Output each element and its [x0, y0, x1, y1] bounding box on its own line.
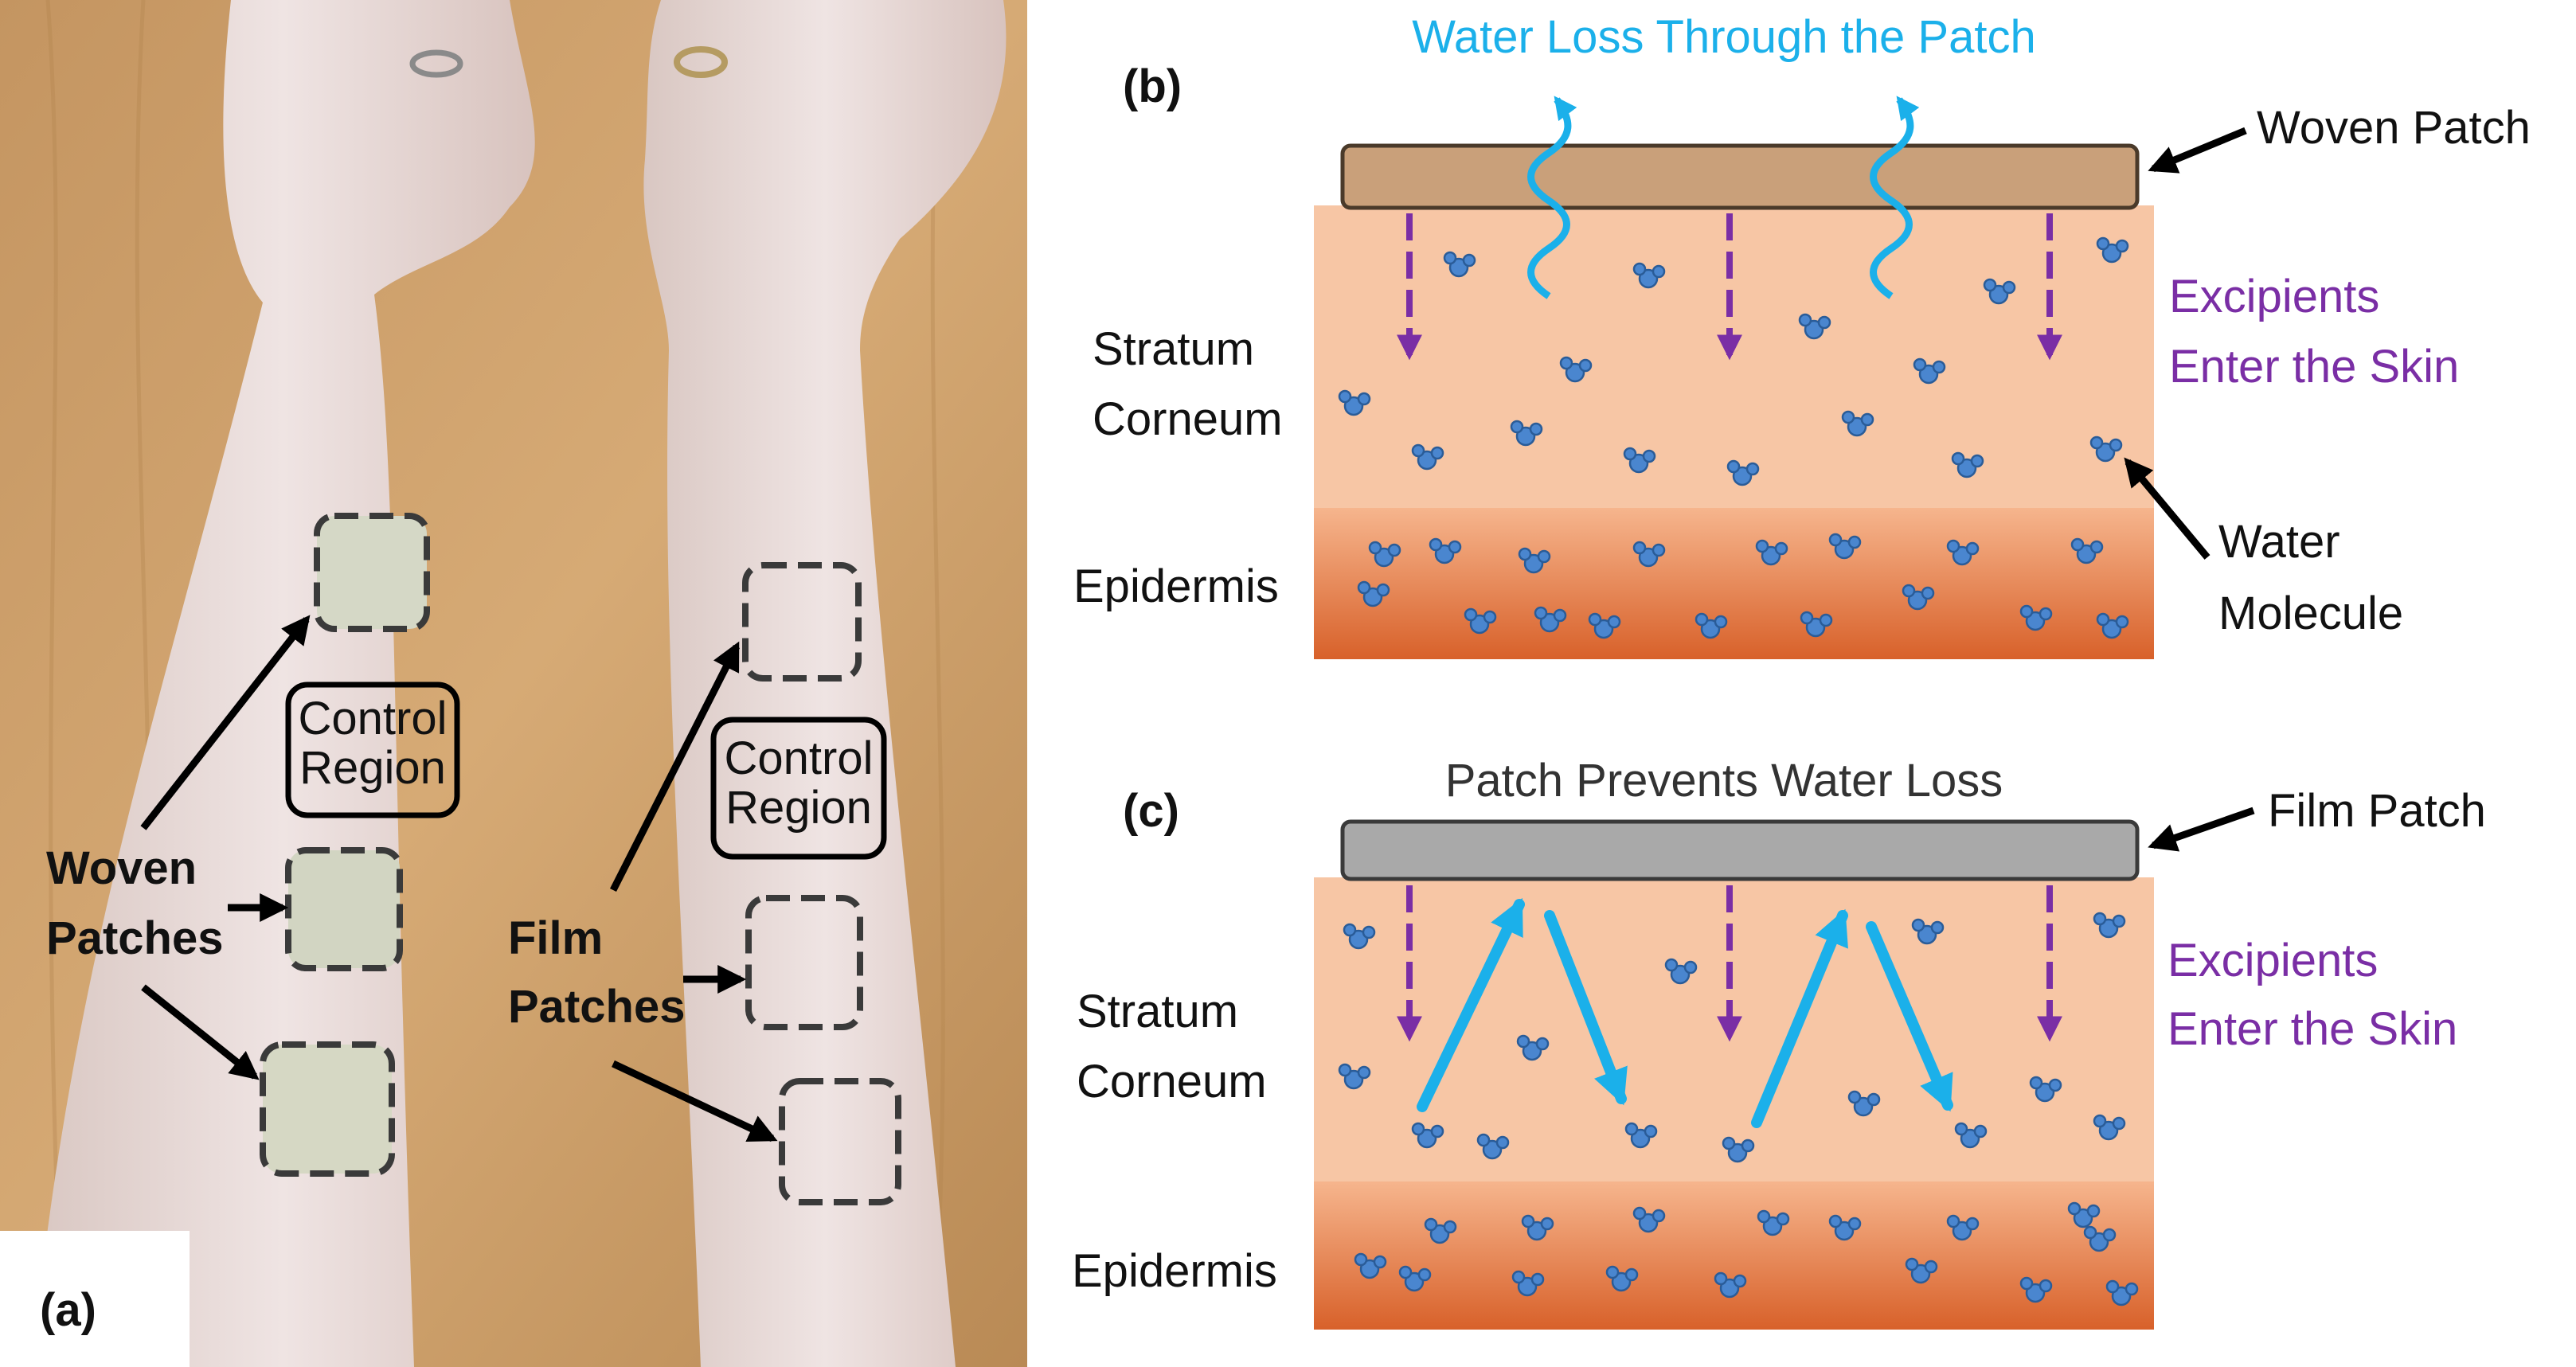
arrow-woven-1	[140, 615, 311, 830]
control-left-line-2: Region	[299, 742, 446, 794]
woven-patch-bar	[1340, 143, 2140, 210]
woven-patches-line-1: Woven	[46, 842, 197, 894]
panel-a: Control Region Control Region Woven Patc…	[0, 0, 1027, 1367]
patch-film-2	[745, 895, 863, 1030]
panel-c: (c) Patch Prevents Water Loss	[1072, 755, 2486, 1330]
patch-woven-2	[285, 847, 403, 971]
excipients-c-line-1: Excipients	[2168, 935, 2378, 986]
patch-film-1	[742, 562, 862, 682]
control-box-right	[710, 717, 887, 860]
arrow-water-molecule	[2124, 457, 2211, 560]
stratum-c-line-1: Stratum	[1077, 986, 1238, 1037]
arrow-film-3	[612, 1060, 778, 1142]
epidermis-b-label: Epidermis	[1073, 560, 1279, 612]
water-reflect-arrow-2-up	[1751, 908, 1848, 1128]
panel-b: (b) Water Loss Through the Patch	[1073, 11, 2531, 659]
arrow-woven-3	[141, 984, 260, 1080]
tag-c: (c)	[1123, 785, 1179, 837]
tag-b: (b)	[1123, 61, 1182, 112]
woven-patches-line-2: Patches	[46, 912, 223, 964]
stratum-b-line-2: Corneum	[1093, 393, 1283, 445]
ring-right	[674, 46, 728, 78]
patch-film-3	[779, 1078, 901, 1205]
film-patch-bar	[1340, 819, 2140, 881]
water-loss-arrow-1	[1527, 96, 1577, 299]
epidermis-c-label: Epidermis	[1072, 1245, 1277, 1297]
excipients-c-line-2: Enter the Skin	[2168, 1003, 2457, 1055]
film-patch-label: Film Patch	[2268, 785, 2486, 837]
panel-b-title: Water Loss Through the Patch	[1412, 11, 2035, 63]
film-patches-line-2: Patches	[508, 981, 685, 1033]
water-molecule-line-1: Water	[2218, 516, 2340, 568]
patch-woven-1	[314, 513, 430, 632]
film-patches-line-1: Film	[508, 912, 603, 964]
excipients-b-line-1: Excipients	[2169, 271, 2379, 322]
control-right-line-2: Region	[725, 782, 872, 834]
arrow-film-1	[609, 641, 741, 892]
arrow-woven-patch	[2148, 127, 2247, 174]
control-right-line-1: Control	[725, 732, 874, 784]
excipients-b-line-2: Enter the Skin	[2169, 341, 2459, 393]
stratum-b-line-1: Stratum	[1093, 323, 1254, 375]
left-arm	[32, 0, 535, 1367]
panel-c-title: Patch Prevents Water Loss	[1445, 755, 2003, 807]
epidermis-c	[1314, 1181, 2154, 1330]
ring-left	[409, 49, 463, 78]
water-reflect-arrow-1-down	[1544, 910, 1628, 1106]
water-reflect-arrow-1-up	[1417, 897, 1525, 1112]
water-molecule-line-2: Molecule	[2218, 588, 2403, 639]
right-arm	[643, 0, 1007, 1367]
tag-a-box	[0, 1231, 190, 1367]
control-box-left	[285, 682, 460, 818]
tag-a: (a)	[40, 1284, 96, 1336]
water-loss-arrow-2	[1870, 96, 1920, 299]
stratum-c-line-2: Corneum	[1077, 1056, 1267, 1107]
arrow-film-patch	[2148, 807, 2255, 852]
epidermis-b	[1314, 508, 2154, 659]
control-left-line-1: Control	[299, 693, 448, 744]
patch-woven-3	[260, 1041, 395, 1177]
water-reflect-arrow-2-down	[1866, 921, 1953, 1112]
woven-patch-label: Woven Patch	[2257, 102, 2531, 154]
